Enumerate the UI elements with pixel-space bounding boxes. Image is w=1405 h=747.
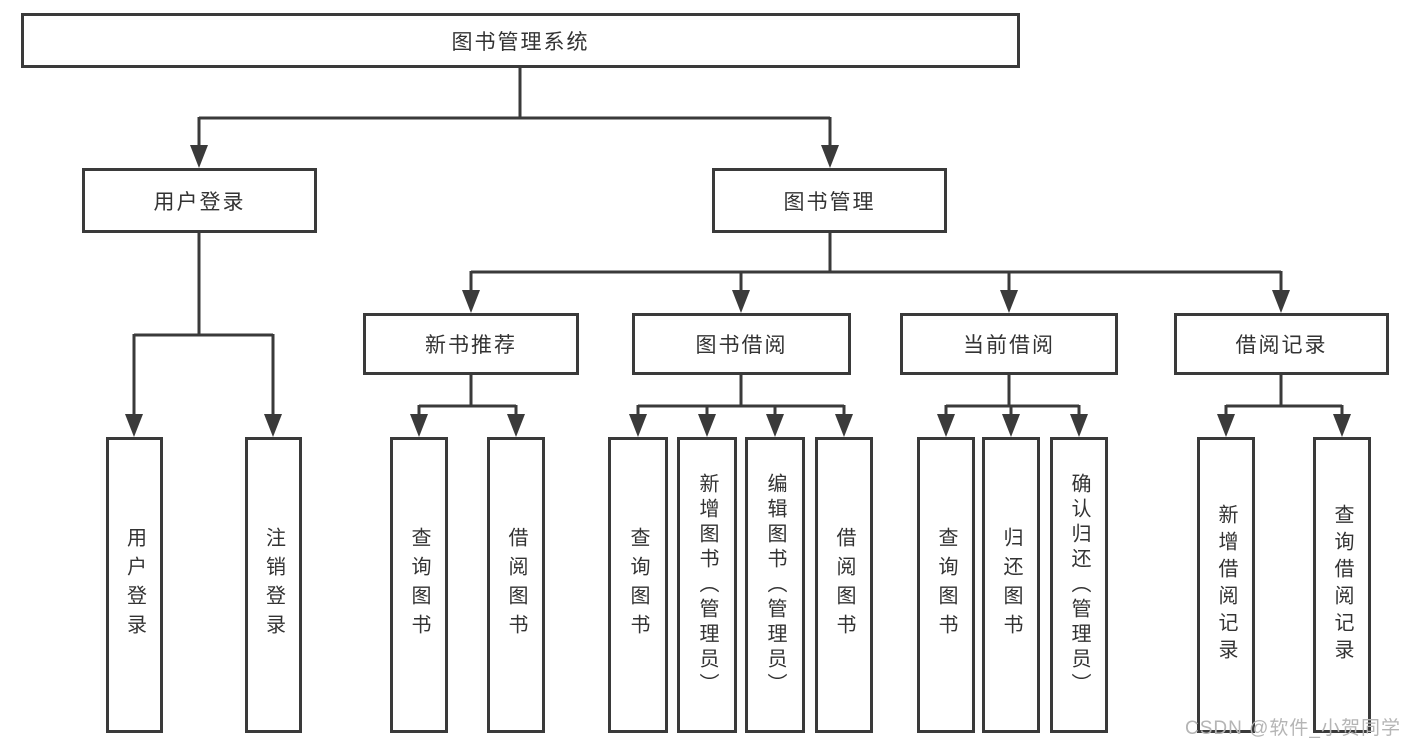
leaf-recommend-query-books-label: 查询图书 (408, 527, 430, 643)
leaf-recommend-borrow-books-label: 借阅图书 (505, 527, 527, 643)
node-user-login: 用户登录 (82, 168, 317, 233)
leaf-records-add-record: 新增借阅记录 (1197, 437, 1255, 733)
leaf-borrow-borrow-books: 借阅图书 (815, 437, 873, 733)
node-book-management-label: 图书管理 (783, 190, 876, 214)
leaf-current-return-books: 归还图书 (982, 437, 1040, 733)
leaf-user-login: 用户登录 (106, 437, 163, 733)
node-user-login-label: 用户登录 (153, 190, 246, 214)
node-new-book-recommend-label: 新书推荐 (425, 334, 517, 357)
node-root-system: 图书管理系统 (21, 13, 1020, 68)
leaf-borrow-edit-books-admin: 编辑图书（管理员） (745, 437, 805, 733)
leaf-recommend-query-books: 查询图书 (390, 437, 448, 733)
node-borrowing-records-label: 借阅记录 (1235, 334, 1328, 357)
leaf-borrow-add-books-admin-label: 新增图书（管理员） (696, 472, 718, 698)
leaf-borrow-borrow-books-label: 借阅图书 (833, 527, 855, 643)
node-current-borrowing: 当前借阅 (900, 313, 1118, 375)
leaf-borrow-add-books-admin: 新增图书（管理员） (677, 437, 737, 733)
arrowheads (125, 145, 1351, 437)
leaf-current-confirm-return-admin: 确认归还（管理员） (1050, 437, 1108, 733)
leaf-logout-label: 注销登录 (262, 527, 285, 643)
leaf-borrow-query-books-label: 查询图书 (627, 527, 649, 643)
leaf-records-query-record: 查询借阅记录 (1313, 437, 1371, 733)
node-book-borrowing: 图书借阅 (632, 313, 851, 375)
leaf-current-return-books-label: 归还图书 (1000, 527, 1022, 643)
leaf-logout: 注销登录 (245, 437, 302, 733)
leaf-borrow-query-books: 查询图书 (608, 437, 668, 733)
node-book-management: 图书管理 (712, 168, 947, 233)
node-borrowing-records: 借阅记录 (1174, 313, 1389, 375)
leaf-current-confirm-return-admin-label: 确认归还（管理员） (1068, 472, 1090, 698)
leaf-records-add-record-label: 新增借阅记录 (1215, 504, 1237, 666)
leaf-borrow-edit-books-admin-label: 编辑图书（管理员） (764, 472, 786, 698)
leaf-recommend-borrow-books: 借阅图书 (487, 437, 545, 733)
leaf-records-query-record-label: 查询借阅记录 (1331, 504, 1353, 666)
leaf-user-login-label: 用户登录 (123, 527, 146, 643)
leaf-current-query-books-label: 查询图书 (935, 527, 957, 643)
leaf-current-query-books: 查询图书 (917, 437, 975, 733)
node-current-borrowing-label: 当前借阅 (963, 334, 1055, 357)
node-root-label: 图书管理系统 (451, 30, 590, 54)
node-new-book-recommend: 新书推荐 (363, 313, 579, 375)
node-book-borrowing-label: 图书借阅 (695, 334, 788, 357)
